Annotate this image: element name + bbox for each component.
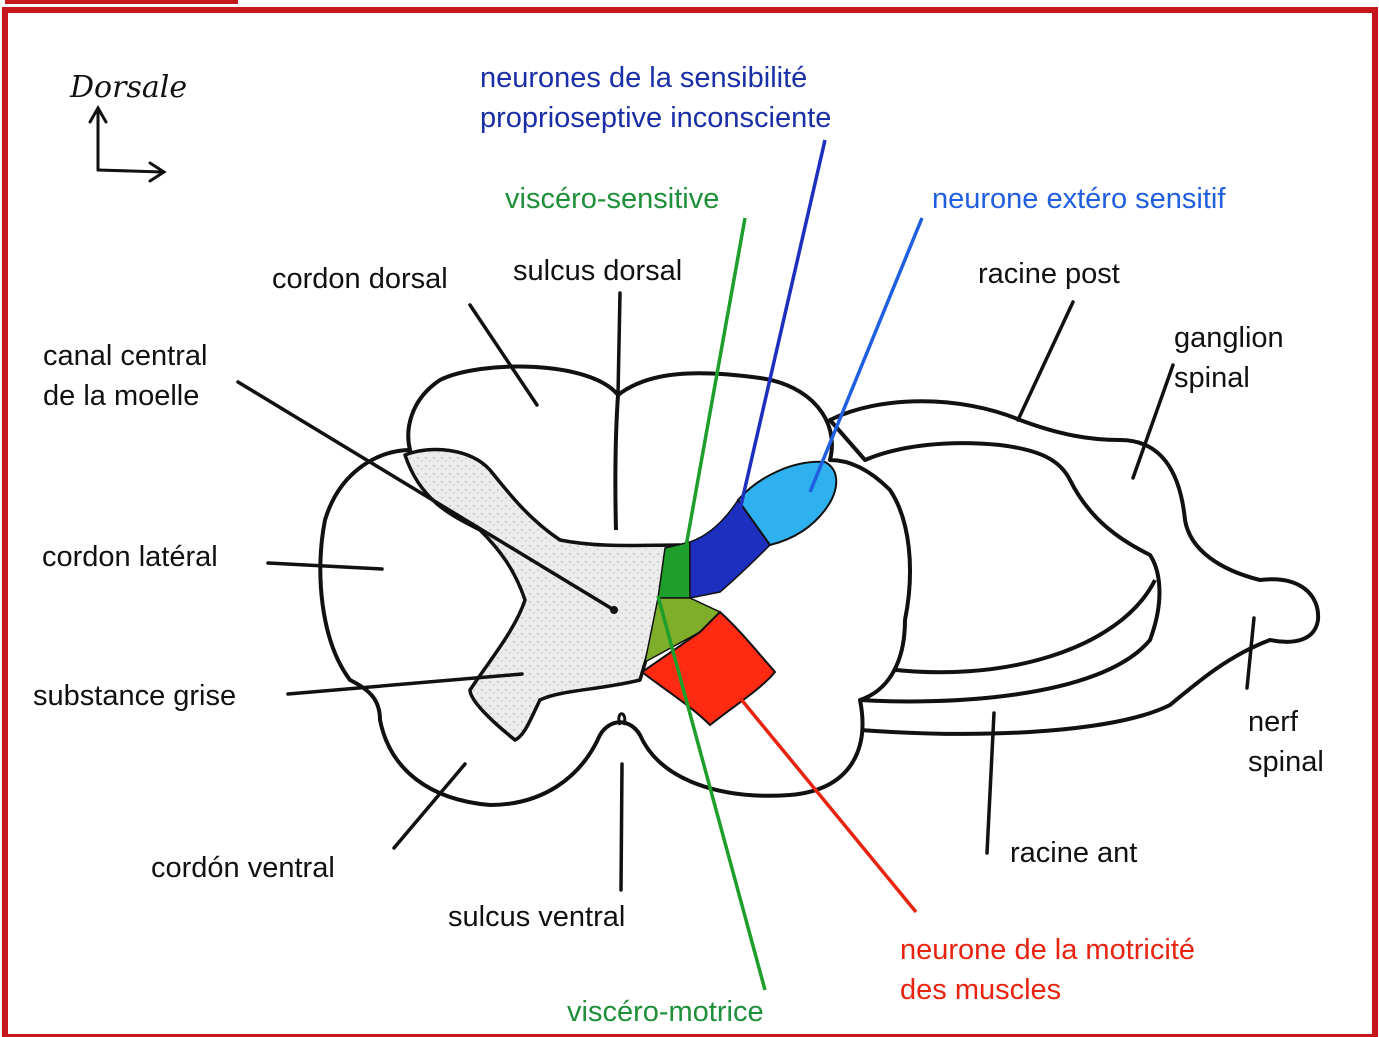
grey-matter [403, 447, 682, 742]
pointer-substance-grise [286, 672, 524, 696]
frame-border [2, 7, 1378, 1037]
label-cordon-lateral: cordon latéral [42, 541, 218, 573]
label-motor-line1: neurone de la motricité [900, 934, 1195, 966]
ventral-root-inner [879, 579, 1157, 675]
label-canal-line2: de la moelle [43, 380, 199, 412]
label-exteroceptive: neurone extéro sensitif [932, 183, 1226, 215]
ventral-sulcus-line [617, 712, 627, 726]
label-sulcus-ventral: sulcus ventral [448, 901, 625, 933]
pointer-canal-central [236, 380, 616, 612]
pointer-sulcus-ventral [619, 762, 624, 892]
pointer-lines [236, 291, 1256, 892]
pointer-cordon-ventral [392, 762, 467, 850]
dorsal-sulcus-line [613, 394, 620, 531]
nerve-roots [828, 399, 1321, 736]
pointer-cordon-lateral [266, 561, 384, 571]
label-sulcus-dorsal: sulcus dorsal [513, 255, 682, 287]
orientation-label: Dorsale [69, 70, 187, 105]
dorsal-root-ganglion-shape [828, 399, 1321, 736]
pointer-racine-ant [985, 711, 996, 855]
pointer-proprioceptive [731, 139, 827, 541]
label-visceral-sensory: viscéro-sensitive [505, 183, 719, 215]
label-nerf-line2: spinal [1248, 746, 1324, 778]
label-substance-grise: substance grise [33, 680, 236, 712]
pointer-racine-post [1016, 300, 1075, 422]
pointer-exteroceptive [808, 217, 924, 493]
orientation-arrows [88, 104, 167, 183]
label-ganglion-line2: spinal [1174, 362, 1250, 394]
label-racine-ant: racine ant [1010, 837, 1137, 869]
label-proprio-line1: neurones de la sensibilité [480, 62, 807, 94]
pointer-visceral-motor [656, 595, 767, 991]
label-motor-line2: des muscles [900, 974, 1061, 1006]
region-motor [640, 610, 777, 727]
label-racine-post: racine post [978, 258, 1120, 290]
pointer-motor [738, 696, 918, 914]
label-ganglion-line1: ganglion [1174, 322, 1284, 354]
pointer-cordon-dorsal [468, 303, 539, 407]
region-exteroceptive [736, 460, 838, 547]
pointer-ganglion [1131, 363, 1175, 480]
label-cordon-ventral: cordón ventral [151, 852, 335, 884]
label-proprio-line2: proprioseptive inconsciente [480, 102, 831, 134]
label-canal-line1: canal central [43, 340, 207, 372]
label-nerf-line1: nerf [1248, 706, 1299, 738]
pointer-visceral-sensory [683, 217, 747, 553]
pointer-sulcus-dorsal [616, 291, 622, 397]
label-visceral-motor: viscéro-motrice [567, 996, 764, 1028]
pointer-nerf-spinal [1245, 616, 1256, 690]
label-cordon-dorsal: cordon dorsal [272, 263, 448, 295]
